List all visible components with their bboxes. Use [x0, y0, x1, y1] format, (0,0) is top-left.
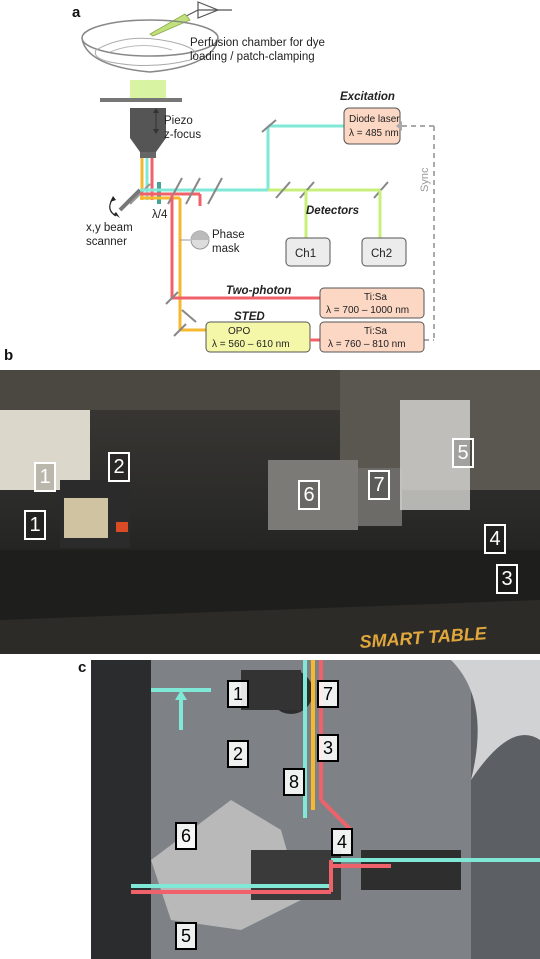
panel-letter-a: a [72, 4, 81, 21]
panel-letter-b: b [4, 347, 14, 364]
phase-mask-line2: mask [212, 243, 240, 255]
detector-ch2-label: Ch2 [371, 248, 392, 260]
photo-c-callout-2: 2 [227, 740, 249, 768]
diode-laser-line1: Diode laser [349, 114, 400, 125]
scanner-label-line1: x,y beam [86, 222, 133, 234]
photo-b-callout-5: 5 [452, 438, 474, 468]
photo-c-callout-4: 4 [331, 828, 353, 856]
scanner-rotation-icon [109, 199, 117, 217]
tisa2-line2: λ = 760 – 810 nm [328, 339, 406, 350]
scanner-mirror [118, 188, 142, 212]
sted-title: STED [234, 311, 265, 323]
piezo-label-line2: z-focus [164, 129, 201, 141]
photo-c-callout-6: 6 [175, 822, 197, 850]
photo-c-callout-8: 8 [283, 768, 305, 796]
tisa1-line1: Ti:Sa [364, 292, 387, 303]
opo-line2: λ = 560 – 610 nm [212, 339, 290, 350]
photo-b-callout-7: 7 [368, 470, 390, 500]
closeup-photo-c-render [91, 660, 540, 959]
photo-c-callout-7: 7 [317, 680, 339, 708]
photo-b-callout-1-bottom: 1 [24, 510, 46, 540]
setup-photo-b: SMART TABLE 1 2 1 6 7 5 4 3 [0, 370, 540, 654]
pipette-icon [149, 1, 232, 37]
detector-ch2-box [361, 237, 407, 267]
excitation-title: Excitation [340, 91, 395, 103]
detectors-title: Detectors [306, 205, 359, 217]
photo-b-callout-1-top: 1 [34, 462, 56, 492]
detector-ch1-box [285, 237, 331, 267]
tisa1-line2: λ = 700 – 1000 nm [326, 305, 409, 316]
scanner-label-line2: scanner [86, 236, 127, 248]
chamber-label-line1: Perfusion chamber for dye [190, 37, 325, 49]
photo-b-callout-3: 3 [496, 564, 518, 594]
slide-bar [100, 98, 182, 102]
chamber-label-line2: loading / patch-clamping [190, 51, 315, 63]
phase-mask-line1: Phase [212, 229, 245, 241]
photo-b-callout-6: 6 [298, 480, 320, 510]
photo-c-callout-1: 1 [227, 680, 249, 708]
setup-photo-b-render: SMART TABLE [0, 370, 540, 654]
opo-line1: OPO [228, 326, 250, 337]
photo-c-callout-3: 3 [317, 734, 339, 762]
closeup-photo-c: 1 7 2 3 8 6 4 5 [91, 660, 540, 959]
photo-c-callout-5: 5 [175, 922, 197, 950]
photo-b-callout-2: 2 [108, 452, 130, 482]
two-photon-title: Two-photon [226, 285, 291, 297]
piezo-label-line1: Piezo [164, 115, 193, 127]
photo-b-callout-4: 4 [484, 524, 506, 554]
perfusion-chamber-icon [81, 19, 219, 73]
specimen-glow [130, 80, 166, 100]
tisa2-line1: Ti:Sa [364, 326, 387, 337]
diode-laser-line2: λ = 485 nm [349, 128, 399, 139]
objective-icon [130, 108, 166, 158]
panel-letter-c: c [78, 659, 87, 676]
opo-box [205, 321, 311, 353]
sync-label: Sync [419, 167, 431, 192]
tisa1-box [319, 287, 425, 319]
detector-ch1-label: Ch1 [295, 248, 316, 260]
quarter-wave-label: λ/4 [152, 209, 168, 221]
optical-schematic: Perfusion chamber for dye loading / patc… [81, 1, 435, 353]
tisa2-box [319, 321, 425, 353]
